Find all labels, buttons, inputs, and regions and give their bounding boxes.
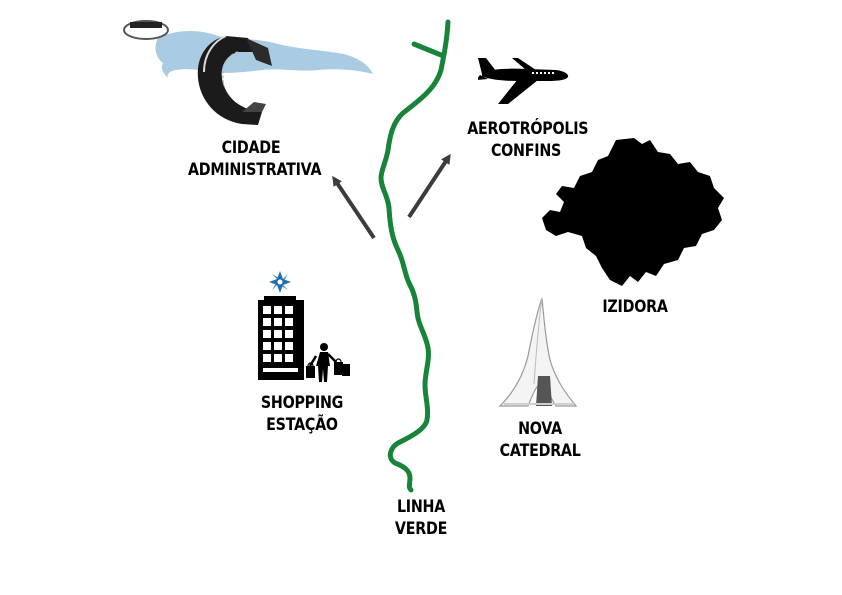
label-line: CONFINS (490, 141, 562, 161)
label-linha-verde: LINHA VERDE (383, 496, 459, 540)
label-line: ESTAÇÃO (266, 415, 338, 435)
label-line: VERDE (394, 519, 448, 539)
label-line: ADMINISTRATIVA (188, 160, 322, 180)
shopper-icon (306, 343, 350, 382)
label-nova-catedral: NOVA CATEDRAL (500, 418, 581, 462)
izidora-map-icon (542, 138, 724, 286)
label-line: CATEDRAL (499, 441, 581, 461)
label-shopping-estacao: SHOPPING ESTAÇÃO (255, 392, 349, 436)
cidade-administrativa-building-icon (123, 20, 373, 125)
arrow-to-aerotropolis (407, 153, 451, 219)
shopping-logo-icon (269, 271, 291, 293)
label-line: SHOPPING (260, 393, 344, 413)
airplane-icon (478, 58, 569, 104)
shopping-building-icon (258, 271, 304, 380)
label-line: NOVA (518, 419, 562, 439)
label-izidora: IZIDORA (597, 296, 673, 318)
linha-verde-route (378, 19, 451, 493)
label-aerotropolis-confins: AEROTRÓPOLIS CONFINS (467, 118, 589, 162)
label-line: IZIDORA (602, 297, 668, 317)
cathedral-icon (498, 297, 578, 407)
label-cidade-administrativa: CIDADE ADMINISTRATIVA (188, 137, 322, 181)
arrow-to-cidade-administrativa (332, 175, 376, 240)
label-line: AEROTRÓPOLIS (467, 119, 589, 139)
label-line: CIDADE (221, 138, 281, 158)
linha-verde-branch (411, 41, 444, 58)
label-line: LINHA (396, 497, 446, 517)
